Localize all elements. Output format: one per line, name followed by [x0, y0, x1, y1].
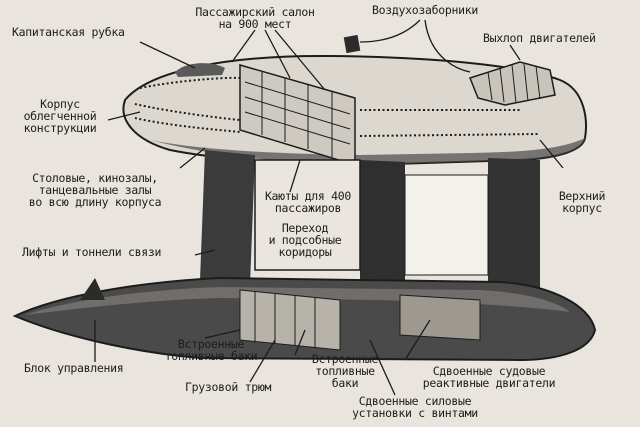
label-fuel-tanks-1: Встроенные топливные баки [164, 337, 258, 363]
leader-upper-hull [539, 139, 564, 169]
cargo-hatching [254, 292, 316, 348]
leader-lifts [194, 249, 216, 256]
label-upper-hull: Верхний корпус [558, 189, 606, 215]
label-passenger-salon: Пассажирский салон на 900 мест [195, 5, 315, 31]
label-light-hull: Корпус облегченной конструкции [23, 97, 97, 135]
lower-hull [12, 276, 597, 362]
leader-salon-1 [231, 29, 256, 63]
label-engine-exhaust: Выхлоп двигателей [483, 31, 596, 45]
label-dining-halls: Столовые, кинозалы, танцевальные залы во… [28, 171, 162, 209]
control-block-fin [80, 278, 105, 300]
leader-dining [179, 147, 206, 169]
exhaust-fins [487, 63, 541, 104]
leader-fuel-2 [294, 329, 306, 356]
label-cargo-hold: Грузовой трюм [185, 380, 272, 394]
right-pylon [488, 158, 540, 300]
leader-exhaust [509, 44, 521, 61]
cabins-block [254, 159, 361, 271]
label-captain-cabin: Капитанская рубка [12, 25, 125, 39]
upper-hull [122, 34, 587, 167]
captain-cabin-dome [175, 63, 225, 77]
leader-captain-cabin [139, 41, 196, 69]
center-pylon [360, 160, 405, 285]
salon-cutaway-hatching [244, 72, 351, 157]
label-lifts-tunnels: Лифты и тоннели связи [22, 245, 162, 259]
label-control-block: Блок управления [24, 361, 124, 375]
label-cabins: Каюты для 400 пассажиров [264, 189, 352, 215]
label-fuel-tanks-2: Встроенные топливные баки [311, 352, 379, 390]
pylon-gap [404, 174, 489, 276]
window-row-right-2 [359, 133, 541, 137]
label-passage-corridors: Переход и подсобные коридоры [268, 221, 342, 259]
label-jet-engines: Сдвоенные судовые реактивные двигатели [422, 364, 556, 390]
lower-hull-highlight [25, 287, 570, 315]
leader-salon-2 [264, 29, 291, 79]
leader-light-hull [107, 111, 141, 121]
engine-cutaway [399, 294, 481, 341]
left-pylon [200, 150, 255, 285]
label-power-units: Сдвоенные силовые установки с винтами [352, 394, 478, 420]
leader-air-intakes-2 [424, 19, 471, 73]
leader-lines [94, 19, 564, 396]
air-intake-part [343, 34, 361, 54]
leader-power [369, 339, 396, 396]
window-row-2 [134, 103, 241, 121]
leader-air-intakes [359, 19, 421, 43]
window-row-top [139, 76, 241, 89]
pylons [200, 150, 540, 300]
label-air-intakes: Воздухозаборники [372, 3, 478, 17]
leader-cabins [289, 159, 301, 193]
leader-fuel-1 [204, 329, 241, 339]
leader-cargo [249, 339, 276, 383]
upper-hull-lower-shadow [150, 138, 585, 165]
leader-salon-3 [274, 29, 326, 91]
window-row-3 [134, 117, 241, 133]
leader-jet [404, 319, 431, 361]
window-rows [134, 76, 541, 137]
